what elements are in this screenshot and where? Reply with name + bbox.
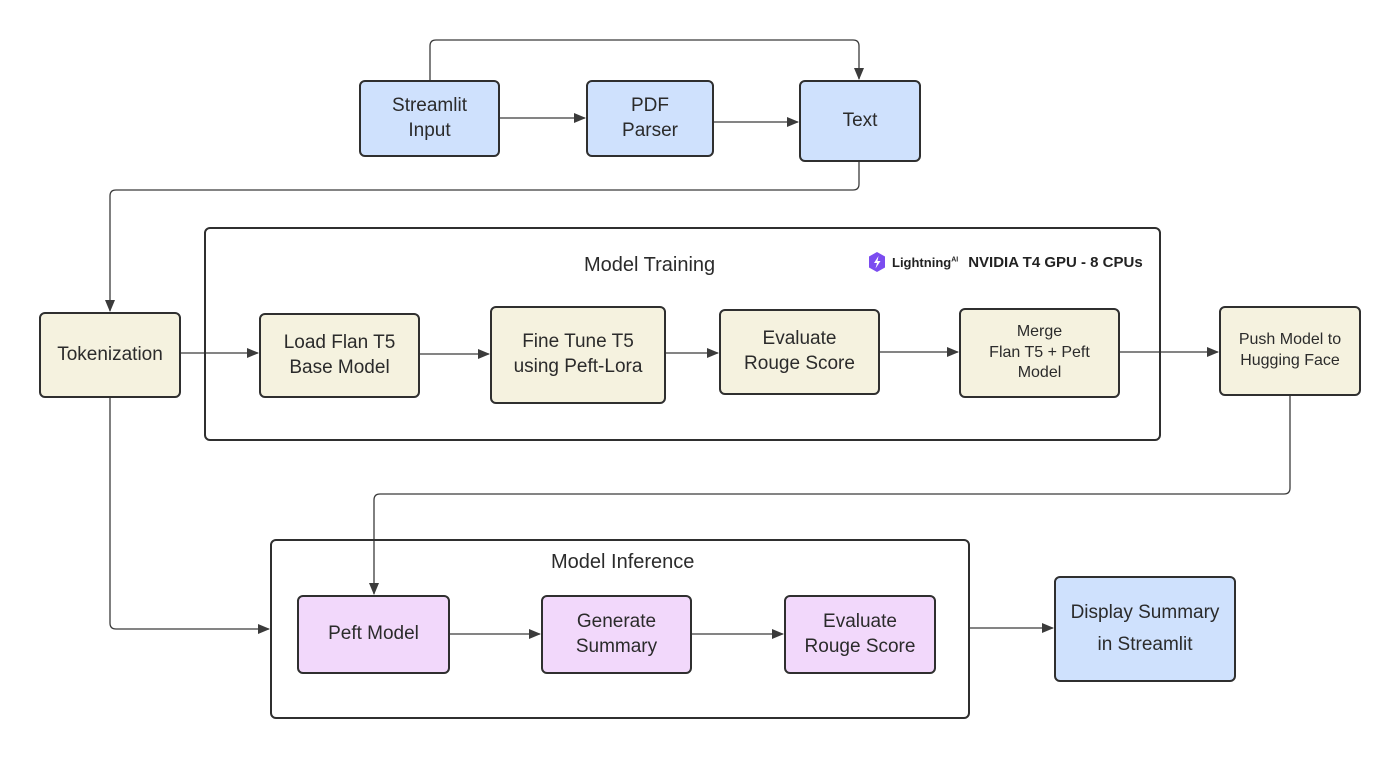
text-node: Text	[799, 80, 921, 162]
evaluate-rouge-training-node: Evaluate Rouge Score	[719, 309, 880, 395]
model-training-title: Model Training	[584, 254, 716, 276]
peft-model-node: Peft Model	[297, 595, 450, 674]
lightning-bolt-icon	[869, 252, 885, 272]
fine-tune-node: Fine Tune T5 using Peft-Lora	[490, 306, 666, 404]
streamlit-input-node: Streamlit Input	[359, 80, 500, 157]
tokenization-node: Tokenization	[39, 312, 181, 398]
lightning-brand: LightningAI	[892, 254, 959, 270]
evaluate-rouge-inference-node: Evaluate Rouge Score	[784, 595, 936, 674]
arrow-text-to-tokenization	[105, 161, 860, 312]
arrow-push-to-peft	[369, 396, 1291, 595]
lightning-badge: LightningAI NVIDIA T4 GPU - 8 CPUs	[868, 251, 1143, 273]
merge-node: Merge Flan T5 + Peft Model	[959, 308, 1120, 398]
arrow-input-to-text	[429, 39, 864, 80]
generate-summary-node: Generate Summary	[541, 595, 692, 674]
pdf-parser-node: PDF Parser	[586, 80, 714, 157]
load-flan-node: Load Flan T5 Base Model	[259, 313, 420, 398]
model-training-group	[204, 227, 1161, 441]
push-model-node: Push Model to Hugging Face	[1219, 306, 1361, 396]
arrow-tokenization-to-inference	[109, 398, 270, 634]
display-summary-node: Display Summary in Streamlit	[1054, 576, 1236, 682]
model-inference-group	[270, 539, 970, 719]
model-inference-title: Model Inference	[551, 551, 695, 573]
hardware-label: NVIDIA T4 GPU - 8 CPUs	[968, 253, 1143, 271]
